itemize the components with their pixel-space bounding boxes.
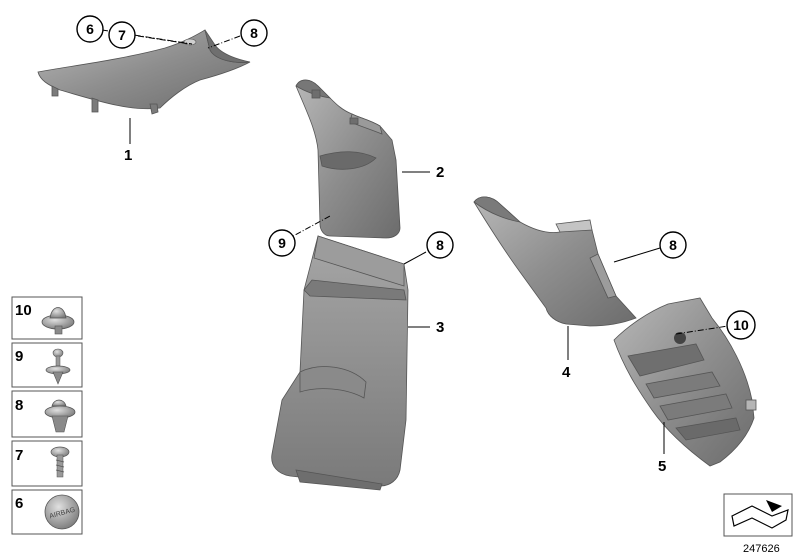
legend-row-6: 6 AIRBAG bbox=[11, 489, 83, 535]
callout-6: 6 bbox=[76, 15, 104, 43]
label-part-4: 4 bbox=[562, 364, 571, 381]
part-2-b-pillar-upper-trim bbox=[295, 79, 401, 239]
leader-lines bbox=[101, 29, 729, 454]
reference-number: 247626 bbox=[743, 543, 780, 555]
expanding-rivet-icon bbox=[41, 307, 75, 335]
callout-10: 10 bbox=[726, 310, 756, 340]
screw-icon bbox=[50, 446, 70, 478]
legend-number: 8 bbox=[15, 397, 23, 414]
part-5-rivet-spot bbox=[674, 332, 686, 344]
label-part-5: 5 bbox=[658, 458, 666, 475]
label-part-2: 2 bbox=[436, 164, 444, 181]
part-4-c-pillar-trim bbox=[473, 196, 637, 327]
orientation-box bbox=[723, 493, 793, 537]
screw-clip-icon bbox=[45, 348, 71, 385]
svg-text:9: 9 bbox=[278, 235, 286, 251]
callout-8-middle: 8 bbox=[426, 231, 454, 259]
svg-text:10: 10 bbox=[733, 317, 749, 333]
label-part-3: 3 bbox=[436, 319, 444, 336]
callout-7: 7 bbox=[108, 21, 136, 49]
svg-text:7: 7 bbox=[118, 27, 126, 43]
callout-8-top: 8 bbox=[240, 19, 268, 47]
legend-row-8: 8 bbox=[11, 390, 83, 438]
airbag-badge-icon: AIRBAG bbox=[44, 494, 80, 530]
callout-8-right: 8 bbox=[659, 231, 687, 259]
legend-number: 6 bbox=[15, 495, 23, 512]
svg-text:8: 8 bbox=[436, 237, 444, 253]
orientation-arrow-icon bbox=[731, 500, 789, 529]
legend-number: 10 bbox=[15, 302, 32, 319]
svg-text:6: 6 bbox=[86, 21, 94, 37]
legend-row-10: 10 bbox=[11, 296, 83, 340]
legend-number: 7 bbox=[15, 447, 23, 464]
part-3-b-pillar-lower-trim bbox=[271, 235, 409, 491]
legend-row-9: 9 bbox=[11, 342, 83, 388]
label-part-1: 1 bbox=[124, 147, 132, 164]
small-parts-legend: 10 9 8 bbox=[11, 296, 83, 535]
svg-text:8: 8 bbox=[669, 237, 677, 253]
part-1-upper-pillar-trim bbox=[37, 29, 251, 115]
callout-9: 9 bbox=[268, 229, 296, 257]
legend-number: 9 bbox=[15, 348, 23, 365]
svg-text:8: 8 bbox=[250, 25, 258, 41]
legend-row-7: 7 bbox=[11, 440, 83, 487]
clip-icon bbox=[44, 399, 76, 433]
part-5-c-pillar-lower-trim bbox=[613, 297, 757, 467]
